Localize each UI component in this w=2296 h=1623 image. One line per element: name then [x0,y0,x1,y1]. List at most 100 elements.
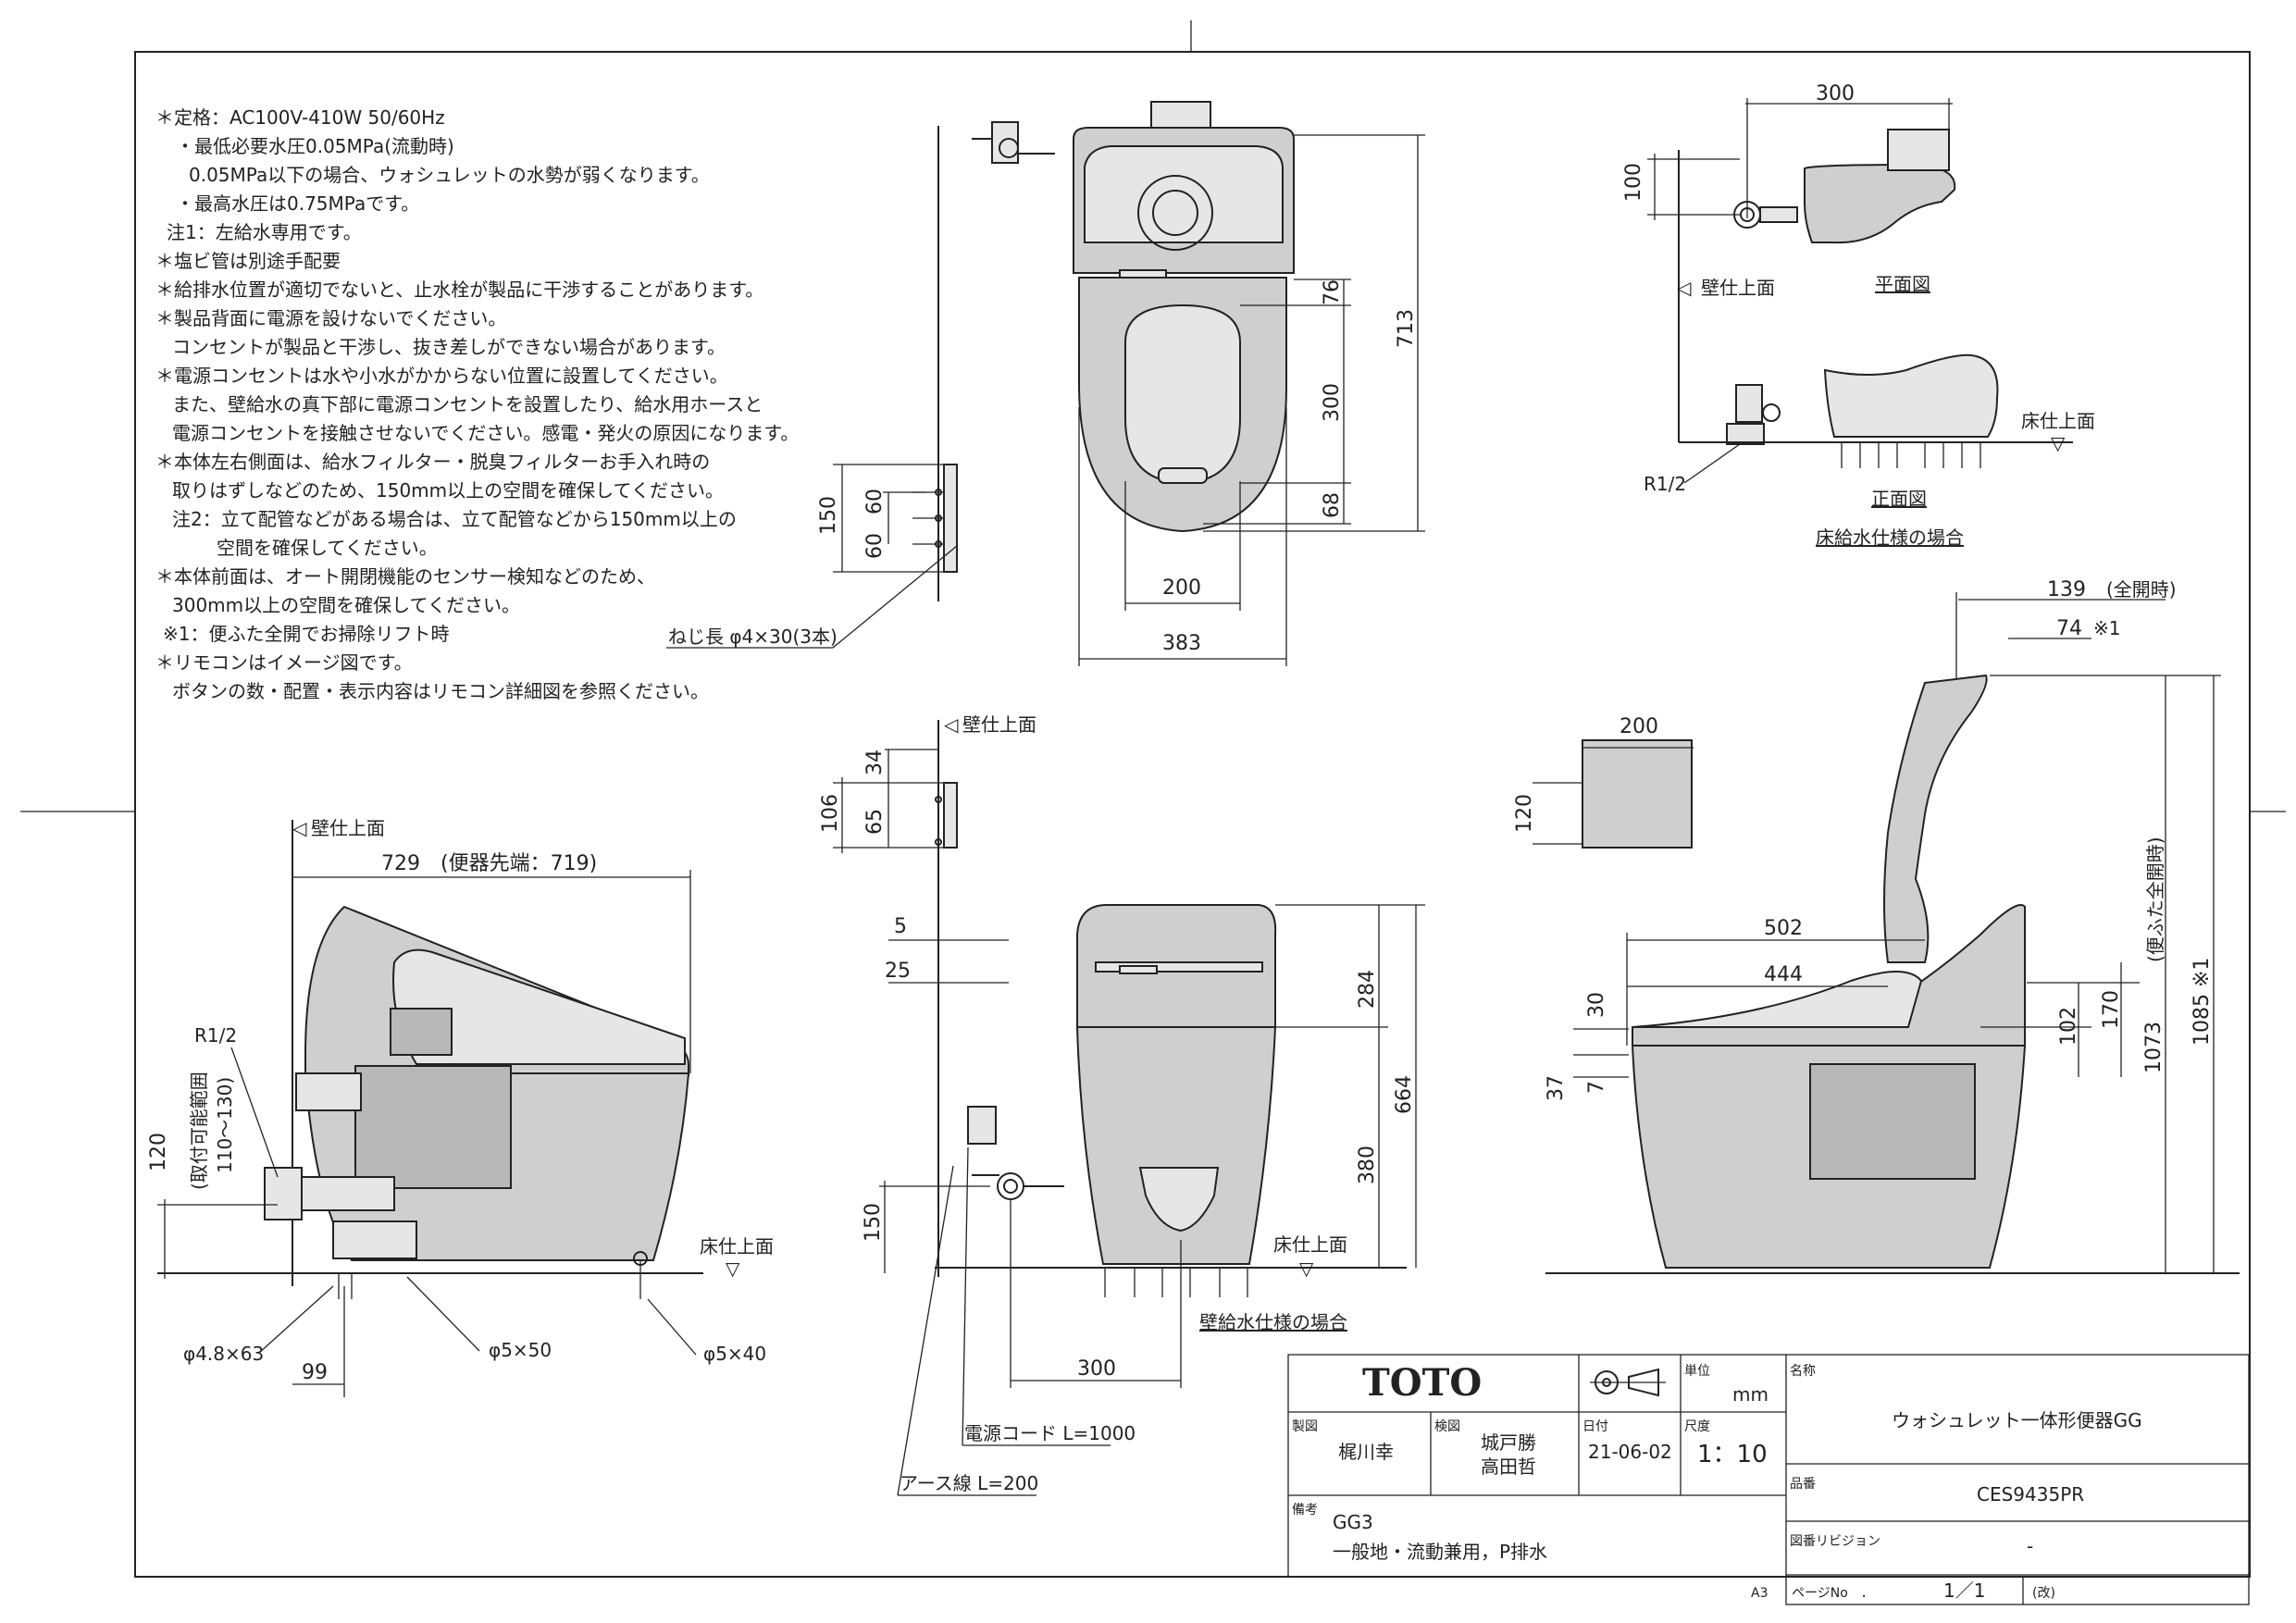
stop-valve-icon [1726,384,1781,445]
remark-line: 一般地・流動兼用，P排水 [1333,1541,1547,1563]
notes-block: ＊定格：AC100V-410W 50/60Hz ・最低必要水圧0.05MPa(流… [155,106,799,702]
screw-label: φ5×40 [703,1343,766,1365]
revision-label: 図番リビジョン [1790,1534,1880,1549]
page-number: 1／1 [1943,1580,1985,1602]
note-line: ＊製品背面に電源を設けないでください。 [155,307,506,329]
checker-label: 検図 [1434,1419,1460,1434]
open-label: (全開時) [2106,578,2177,601]
screw-length-label: ねじ長 φ4×30(3本) [668,626,838,648]
note-line: ＊塩ビ管は別途手配要 [155,250,341,272]
floor-mark: ▽ [726,1258,740,1280]
dim-300: 300 [1077,1357,1116,1381]
unit-value: mm [1732,1383,1769,1406]
dim-1085: 1085 ※1 [2191,958,2214,1046]
wall-supply-caption: 壁給水仕様の場合 [1199,1311,1347,1333]
screw-label: φ4.8×63 [183,1343,264,1365]
dim-37: 37 [1545,1075,1568,1101]
dim-300: 300 [1816,82,1855,105]
range-label: (取付可能範囲 [188,1072,210,1190]
remark-line: GG3 [1333,1511,1373,1533]
lid-open-label: (便ふた全開時) [2144,836,2166,962]
dim-150: 150 [817,496,840,535]
date-value: 21-06-02 [1588,1441,1672,1463]
note-line: 注1：左給水専用です。 [167,221,362,243]
revision-mark: (改) [2032,1586,2055,1601]
dim-34: 34 [863,750,887,775]
note-line: 電源コンセントを接触させないでください。感電・発火の原因になります。 [172,422,799,444]
note-line: ・最高水圧は0.75MPaです。 [176,192,419,215]
note-line: ＊本体前面は、オート開閉機能のセンサー検知などのため、 [155,565,655,588]
dim-25: 25 [885,960,911,983]
dim-383: 383 [1162,632,1201,655]
dim-200: 200 [1162,576,1201,600]
dim-60: 60 [863,489,887,514]
pipe-size-label: R1/2 [194,1024,237,1047]
wall-finish-label: 壁仕上面 [311,817,385,839]
power-cord-label: 電源コード L=1000 [964,1422,1136,1444]
dim-5: 5 [894,915,907,938]
wall-finish-label: 壁仕上面 [1701,277,1775,299]
title-block: TOTO 単位 mm 名称 ウォシュレット一体形便器GG 製図 梶川幸 検図 城… [1287,1354,2250,1605]
note-line: ＊リモコンはイメージ図です。 [155,651,413,674]
drafter-name: 梶川幸 [1338,1441,1394,1463]
name-label: 名称 [1790,1364,1816,1379]
dim-100: 100 [1622,163,1645,202]
range-label: 110～130) [214,1077,236,1173]
dim-120: 120 [1513,794,1536,833]
scale-label: 尺度 [1684,1419,1710,1434]
sheet-size: A3 [1751,1586,1768,1601]
earth-wire-label: アース線 L=200 [900,1472,1038,1494]
front-view-caption: 正面図 [1871,488,1927,510]
date-label: 日付 [1582,1419,1608,1434]
drafter-label: 製図 [1292,1419,1318,1434]
plan-view-caption: 平面図 [1875,273,1930,295]
dim-68: 68 [1321,492,1344,518]
floor-finish-label: 床仕上面 [2021,410,2095,432]
dim-106: 106 [819,794,842,833]
floor-supply-caption: 床給水仕様の場合 [1816,527,1964,549]
note-mark: ※1 [2093,617,2120,639]
note-line: ＊定格：AC100V-410W 50/60Hz [155,106,445,129]
dim-729: 729 (便器先端：719) [381,852,597,875]
dim-1073: 1073 [2142,1022,2166,1073]
product-name: ウォシュレット一体形便器GG [1892,1409,2142,1431]
screw-label: φ5×50 [489,1339,552,1361]
dim-99: 99 [302,1361,328,1384]
dim-284: 284 [1356,970,1379,1009]
dim-200: 200 [1620,715,1658,738]
dim-444: 444 [1764,963,1803,986]
note-line: ＊電源コンセントは水や小水がかからない位置に設置してください。 [155,365,728,387]
floor-supply-detail: 300 100 ◁ 壁仕上面 平面図 床仕上面 ▽ [1622,82,2095,549]
dim-76: 76 [1321,279,1344,305]
side-view-left: ◁ 壁仕上面 729 (便器先端：719) 120 (取付可能範囲 110～13… [147,817,774,1397]
dim-713: 713 [1395,309,1418,348]
dim-300: 300 [1321,383,1344,422]
wall-finish-label: 壁仕上面 [962,713,1036,736]
stop-valve-icon [972,121,1055,164]
dim-150: 150 [862,1203,885,1242]
note-line: 取りはずしなどのため、150mm以上の空間を確保してください。 [172,479,724,502]
wall-finish-label: ◁ [943,713,959,736]
dim-74: 74 [2056,617,2082,640]
drawing-border [134,51,2251,1578]
note-line: ・最低必要水圧0.05MPa(流動時) [176,135,454,157]
dim-65: 65 [863,809,887,835]
scale-value: 1：10 [1697,1441,1768,1468]
dim-170: 170 [2100,990,2123,1029]
unit-label: 単位 [1684,1364,1710,1379]
floor-finish-label: 床仕上面 [1273,1233,1347,1256]
dim-120: 120 [147,1133,170,1171]
checker-name: 高田哲 [1481,1456,1536,1478]
remote-box [1582,739,1693,849]
side-view-right: 139 (全開時) 74 ※1 200 120 502 444 30 37 7 [1513,578,2240,1274]
toto-logo: TOTO [1362,1361,1482,1405]
note-line: また、壁給水の真下部に電源コンセントを設置したり、給水用ホースと [172,393,763,415]
dim-139: 139 [2047,578,2086,601]
note-line: 0.05MPa以下の場合、ウォシュレットの水勢が弱くなります。 [189,164,710,186]
part-number: CES9435PR [1977,1483,2084,1505]
remote-control [912,464,958,573]
note-line: ※1：便ふた全開でお掃除リフト時 [163,623,449,645]
floor-mark: ▽ [1299,1258,1314,1280]
dim-664: 664 [1393,1075,1416,1114]
